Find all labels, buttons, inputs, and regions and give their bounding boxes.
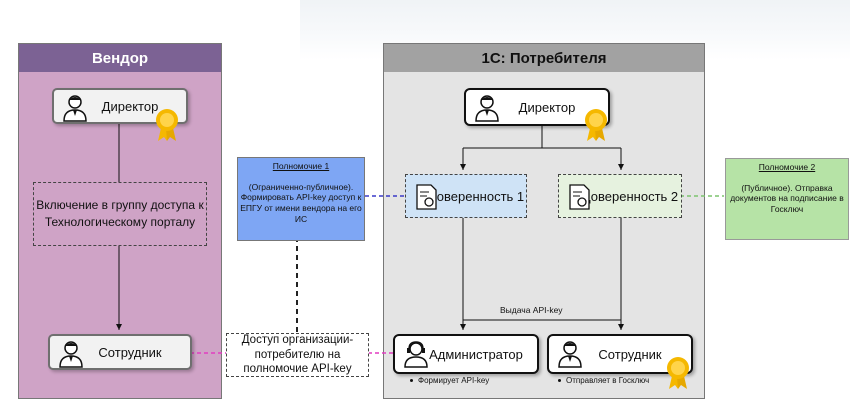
authority2-body: (Публичное). Отправка документов на подп… <box>730 182 844 214</box>
vendor-employee-label: Сотрудник <box>98 344 162 360</box>
authority1-title: Полномочие 1 <box>272 161 330 171</box>
person-icon <box>63 95 87 122</box>
vendor-group-box: Включение в группу доступа к Технологиче… <box>33 182 207 246</box>
consumer-employee-label: Сотрудник <box>598 346 662 362</box>
vendor-director-node[interactable]: Директор <box>52 88 188 124</box>
bullet-dot <box>558 379 561 382</box>
person-icon <box>475 95 499 122</box>
consumer-director-label: Директор <box>518 99 576 115</box>
consumer-director-node[interactable]: Директор <box>464 88 610 126</box>
consumer-panel-title: 1С: Потребителя <box>384 44 704 72</box>
trust1-label: Доверенность 1 <box>427 188 525 204</box>
support-agent-icon <box>404 341 428 368</box>
bullet-dot <box>410 379 413 382</box>
authority2-title: Полномочие 2 <box>758 162 816 172</box>
medal-icon <box>667 357 689 389</box>
vendor-panel-title: Вендор <box>19 44 221 72</box>
access-box: Доступ организации-потребителю на полном… <box>226 333 369 377</box>
vendor-director-label: Директор <box>101 98 159 114</box>
authority2-box: Полномочие 2 (Публичное). Отправка докум… <box>725 158 849 240</box>
trust2-label: Доверенность 2 <box>581 188 679 204</box>
employee-note: Отправляет в Госключ <box>558 376 649 385</box>
admin-label: Администратор <box>429 346 523 362</box>
admin-node[interactable]: Администратор <box>393 334 539 374</box>
medal-icon <box>156 109 178 141</box>
certificate-icon <box>416 184 437 210</box>
medal-icon <box>585 109 607 141</box>
access-label: Доступ организации-потребителю на полном… <box>241 334 354 376</box>
admin-note-text: Формирует API-key <box>418 376 490 385</box>
employee-note-text: Отправляет в Госключ <box>566 376 650 385</box>
admin-note: Формирует API-key <box>410 376 489 385</box>
authority1-body: (Ограниченно-публичное). Формировать API… <box>240 181 362 224</box>
certificate-icon <box>569 184 590 210</box>
person-icon <box>59 341 83 368</box>
issue-api-key-label: Выдача API-key <box>500 305 563 315</box>
trust2-node[interactable]: Доверенность 2 <box>558 174 682 218</box>
vendor-group-label: Включение в группу доступа к Технологиче… <box>36 198 204 229</box>
trust1-node[interactable]: Доверенность 1 <box>405 174 527 218</box>
person-icon <box>558 341 582 368</box>
authority1-box: Полномочие 1 (Ограниченно-публичное). Фо… <box>237 157 365 241</box>
vendor-employee-node[interactable]: Сотрудник <box>48 334 192 370</box>
